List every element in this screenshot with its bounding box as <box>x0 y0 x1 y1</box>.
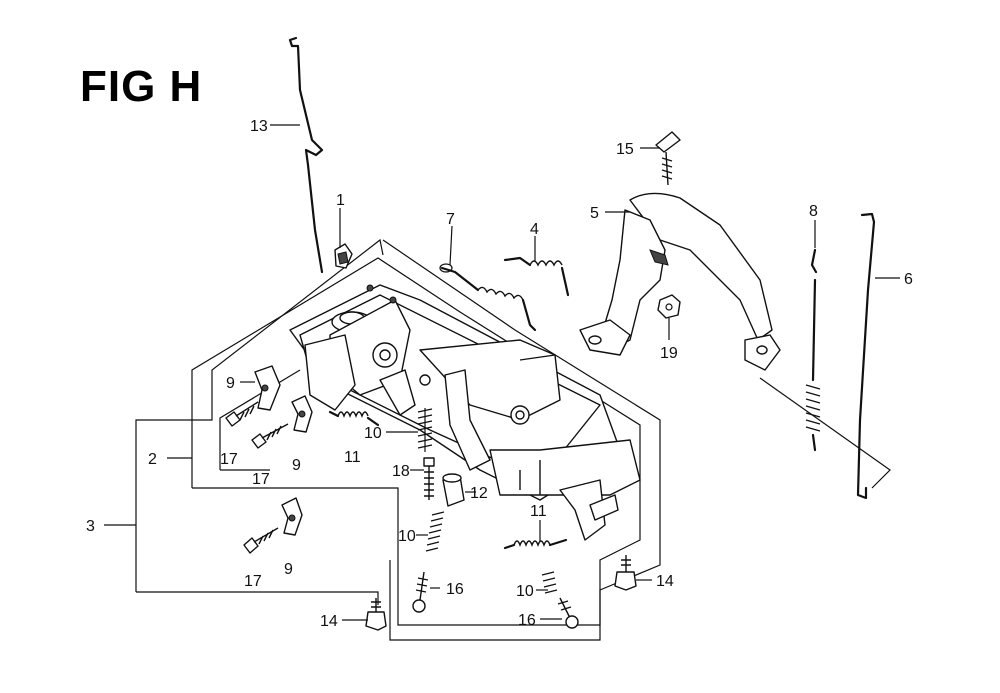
nut-19 <box>657 294 681 319</box>
assembly-outline-2 <box>191 257 641 626</box>
callout-17-b: 17 <box>252 471 270 488</box>
leader-lines <box>104 124 900 621</box>
callout-16-a: 16 <box>446 581 464 598</box>
callout-19: 19 <box>660 345 678 362</box>
spring-10-middle <box>425 511 445 552</box>
screw-16-b <box>557 597 579 629</box>
callout-18: 18 <box>392 463 410 480</box>
clip-9-upper <box>254 365 281 411</box>
spring-10-lower <box>541 571 558 594</box>
spring-11-upper <box>328 410 380 427</box>
callout-15: 15 <box>616 141 634 158</box>
throttle-rod-6 <box>856 212 876 500</box>
callout-4: 4 <box>530 221 539 238</box>
callout-10-lower: 10 <box>516 583 534 600</box>
control-lever-5 <box>579 192 781 371</box>
callout-1: 1 <box>336 192 345 209</box>
callout-14-right: 14 <box>656 573 674 590</box>
clip-9-middle <box>291 395 313 433</box>
callout-17-c: 17 <box>244 573 262 590</box>
callout-16-b: 16 <box>518 612 536 629</box>
callout-9-upper: 9 <box>226 375 235 392</box>
spring-10-upper <box>417 408 433 452</box>
screw-17-c <box>243 527 279 554</box>
screw-17-b <box>251 423 289 449</box>
callout-14-lower: 14 <box>320 613 338 630</box>
callout-13: 13 <box>250 118 268 135</box>
callout-17-a: 17 <box>220 451 238 468</box>
control-base-plate <box>289 284 641 541</box>
return-spring-4 <box>503 256 570 297</box>
bolt-14-right <box>614 555 637 591</box>
callout-7: 7 <box>446 211 455 228</box>
rod-6-connector <box>759 377 891 489</box>
screw-16-a <box>412 571 429 613</box>
callout-12: 12 <box>470 485 488 502</box>
clip-9-lower <box>281 497 303 536</box>
callout-labels: 13 1 7 4 15 5 8 6 19 9 17 17 9 11 10 2 1… <box>86 118 913 630</box>
bolt-14-lower <box>365 598 387 631</box>
callout-9-lower: 9 <box>284 561 293 578</box>
governor-rod-13 <box>288 36 324 274</box>
callout-9-middle: 9 <box>292 457 301 474</box>
callout-2: 2 <box>148 451 157 468</box>
collar-12 <box>442 473 465 507</box>
callout-11-lower: 11 <box>530 503 547 520</box>
rod-clip-1 <box>334 243 353 269</box>
figure-title: FIG H <box>80 62 203 111</box>
callout-5: 5 <box>590 205 599 222</box>
callout-11-upper: 11 <box>344 449 361 466</box>
callout-8: 8 <box>809 203 818 220</box>
choke-rod-8 <box>805 248 821 452</box>
screw-17-a <box>225 401 259 427</box>
callout-6: 6 <box>904 271 913 288</box>
bolt-15 <box>655 131 681 186</box>
callout-3: 3 <box>86 518 95 535</box>
callout-10-middle: 10 <box>398 528 416 545</box>
callout-10-upper: 10 <box>364 425 382 442</box>
screw-18 <box>423 457 435 500</box>
spring-11-lower <box>503 538 568 550</box>
governor-spring-7 <box>439 263 537 332</box>
